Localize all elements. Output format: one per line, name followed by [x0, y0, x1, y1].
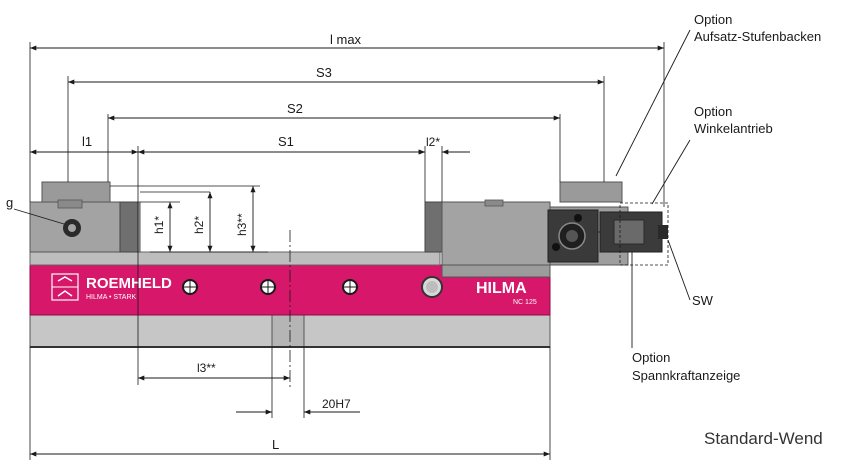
fixed-jaw-top [41, 181, 111, 203]
label-L: L [272, 437, 279, 452]
label-g: g [6, 195, 13, 210]
body-holes [182, 276, 443, 298]
movable-jaw-plate [424, 201, 444, 253]
logo-subtitle: HILMA • STARK [86, 294, 136, 301]
model-name: NC 125 [513, 299, 537, 306]
jaw-foot [441, 264, 551, 278]
label-s1: S1 [278, 134, 294, 149]
label-h3: h3** [235, 213, 249, 236]
logo-name: ROEMHELD [86, 275, 172, 292]
label-h1: h1* [152, 216, 166, 234]
base-keyway [271, 314, 305, 348]
label-lmax: l max [330, 32, 362, 47]
body-top-rail [29, 251, 441, 266]
callout-option1-line2: Aufsatz-Stufenbacken [694, 29, 821, 44]
callout-option2-line2: Winkelantrieb [694, 121, 773, 136]
label-s2: S2 [287, 101, 303, 116]
callout-option2-line1: Option [694, 104, 732, 119]
label-l2: l2* [426, 135, 440, 149]
callout-option1-line1: Option [694, 12, 732, 27]
fixed-jaw-plate [119, 201, 139, 253]
movable-jaw [441, 201, 551, 266]
movable-jaw-top [559, 181, 623, 203]
label-l1: l1 [82, 134, 92, 149]
callout-option3-line1: Option [632, 350, 670, 365]
product-name: HILMA [476, 280, 527, 297]
label-s3: S3 [316, 65, 332, 80]
caption: Standard-Wend [704, 429, 823, 448]
label-l3: l3** [197, 361, 216, 375]
roemheld-logo [51, 273, 79, 301]
label-h2: h2* [192, 216, 206, 234]
callout-sw: SW [692, 293, 714, 308]
callout-option3-line2: Spannkraftanzeige [632, 368, 740, 383]
label-20h7: 20H7 [322, 397, 351, 411]
